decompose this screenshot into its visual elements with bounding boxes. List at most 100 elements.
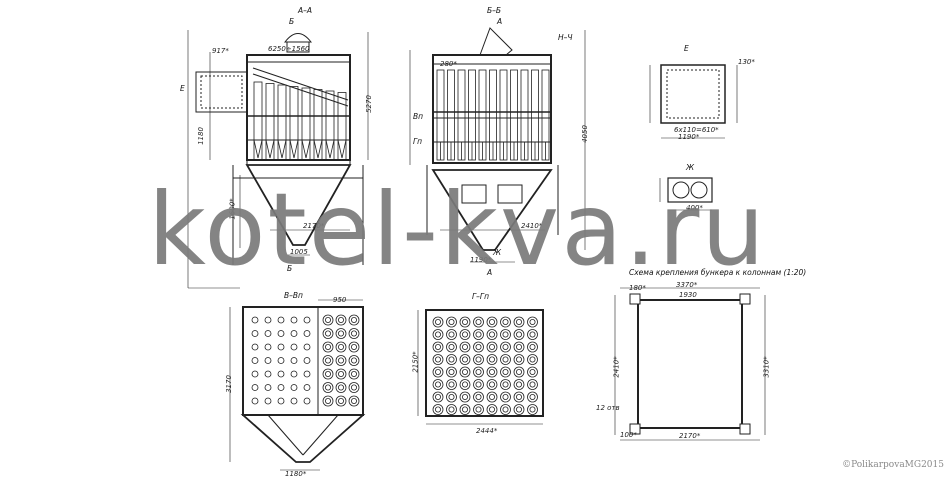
section-label-vv: В–Вп <box>284 291 303 300</box>
bag-bottom <box>317 139 323 159</box>
bag-cell-inner <box>488 368 495 375</box>
tube-hole <box>290 343 298 351</box>
bag-cell-inner <box>324 343 331 350</box>
bag-cell <box>322 382 334 393</box>
bag-cell <box>348 395 360 407</box>
tube-hole <box>290 357 298 364</box>
bag-cell-inner <box>448 381 455 388</box>
bag-cell <box>513 404 525 415</box>
bag-cell-inner <box>434 393 441 400</box>
tube-hole <box>264 343 272 351</box>
bag-cell <box>432 379 444 390</box>
tube-hole <box>277 316 285 324</box>
dim-label: 2150* <box>411 351 420 373</box>
bag-cell <box>446 354 457 365</box>
bag-cell-inner <box>502 393 509 400</box>
dim-label: 1190* <box>678 133 700 141</box>
bag-cell <box>513 379 525 390</box>
dim-label: 12 отв <box>596 404 620 412</box>
bag-cell-inner <box>350 316 357 323</box>
bag-cell <box>486 391 498 403</box>
bag-cell-inner <box>529 393 536 400</box>
filter-bag <box>325 90 335 161</box>
bag-cell <box>446 316 457 328</box>
bag-cell <box>513 316 525 328</box>
tube-hole <box>264 357 272 364</box>
bag-cell <box>459 341 471 353</box>
bag-cell <box>335 382 347 393</box>
bag-cell-inner <box>529 343 536 350</box>
bag-cell-inner <box>337 370 344 377</box>
tube-hole <box>303 384 311 391</box>
bag-cell <box>446 366 457 378</box>
tube-hole <box>303 330 311 337</box>
tube-hole <box>303 357 311 364</box>
bag-bottom <box>313 139 319 159</box>
tube-hole <box>303 316 311 324</box>
bag-cell-inner <box>448 318 455 325</box>
bag-cell <box>432 329 444 340</box>
bag-cell <box>513 329 525 340</box>
bag-cell-inner <box>516 406 523 413</box>
bag-cell-inner <box>337 397 344 404</box>
bag-cell-inner <box>502 356 509 363</box>
bag-cell <box>486 329 498 340</box>
bag-cell <box>527 329 538 340</box>
watermark-text: kotel-kva.ru <box>148 171 767 288</box>
bag-cell <box>348 368 360 380</box>
bag-bottom <box>305 139 311 159</box>
section-label-gg: Г–Гп <box>472 292 490 301</box>
tube-hole <box>251 370 259 378</box>
bag-cell <box>513 391 525 403</box>
bag-cell-inner <box>475 318 482 325</box>
bag-cell-inner <box>502 381 509 388</box>
dim-label: 3310* <box>762 356 771 378</box>
cut-mark-a: А <box>487 268 493 277</box>
dim-label: 1180 <box>196 127 205 145</box>
tube-hole <box>290 397 298 405</box>
dim-label: 2410* <box>521 222 543 230</box>
bag-cell <box>500 316 511 328</box>
tube-hole <box>251 397 259 405</box>
section-label-bb: Б–Б <box>487 6 502 15</box>
bag-cell-inner <box>461 318 468 325</box>
bag-cell-inner <box>448 406 455 413</box>
view-gg <box>417 309 544 425</box>
tube-hole <box>264 330 272 337</box>
section-label-hh: Н–Ч <box>558 33 573 42</box>
cut-mark-g: Гп <box>413 137 423 146</box>
bag-cell <box>322 368 334 380</box>
bag-cell-inner <box>461 393 468 400</box>
dim-label: 1190* <box>470 256 492 264</box>
bag-bottom <box>337 139 343 159</box>
dim-label: 130* <box>738 58 755 66</box>
bag-cell-inner <box>461 368 468 375</box>
bag-cell-inner <box>337 357 344 364</box>
bag-cell-inner <box>488 393 495 400</box>
bag-cell <box>527 354 538 365</box>
tube-hole <box>277 357 285 364</box>
bag-cell <box>335 395 347 407</box>
bag-cell-inner <box>475 343 482 350</box>
dim-label: 2170* <box>679 432 701 440</box>
bag-cell-inner <box>324 357 331 364</box>
bag-cell-inner <box>337 343 344 350</box>
bag-cell <box>432 354 444 365</box>
tube-hole <box>251 316 259 324</box>
bag-cell <box>459 316 471 328</box>
bag-cell <box>459 391 471 403</box>
filter-bag <box>313 89 323 161</box>
cut-mark-b: Б <box>287 264 293 273</box>
bag-bottom <box>253 139 259 159</box>
bag-cell-inner <box>448 343 455 350</box>
bag-cell-inner <box>350 370 357 377</box>
bag-cell-inner <box>448 356 455 363</box>
dim-label: 5270 <box>364 95 373 113</box>
bag-cell-inner <box>475 381 482 388</box>
bag-cell-inner <box>324 370 331 377</box>
bag-cell <box>527 316 538 328</box>
bag-cell <box>486 379 498 390</box>
bag-bottom <box>301 139 307 159</box>
bag-cell-inner <box>516 356 523 363</box>
bag-cell <box>486 316 498 328</box>
